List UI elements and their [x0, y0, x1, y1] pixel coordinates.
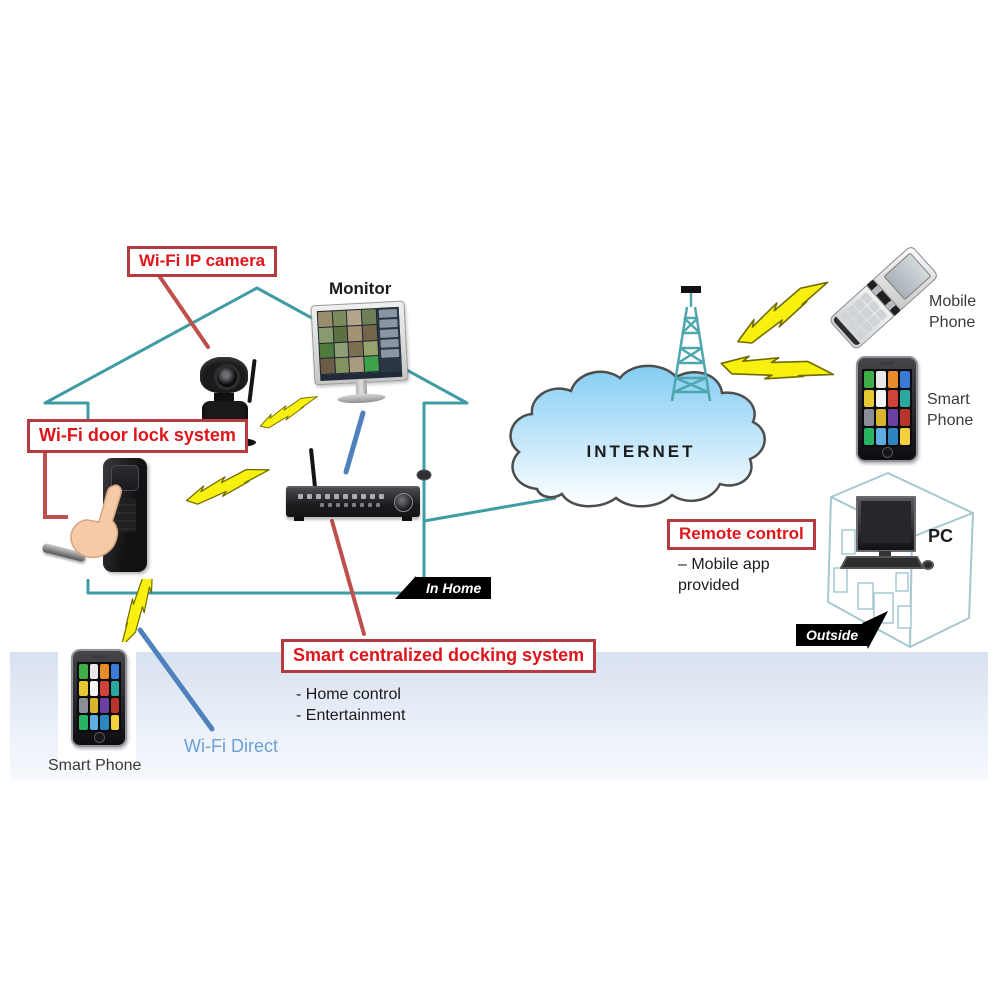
- remote-control-note: – Mobile app provided: [678, 554, 770, 596]
- camera-neck: [214, 393, 234, 403]
- pc-caption: PC: [928, 526, 954, 546]
- smart-phone-bottom-icon: [71, 649, 127, 747]
- phone-app-screen: [862, 369, 912, 447]
- monitor-bezel: [310, 300, 409, 386]
- flip-phone-body: [828, 244, 940, 351]
- monitor-caption: Monitor: [329, 279, 392, 298]
- bolt-lock-dock: [182, 465, 274, 507]
- mobile-phone-caption-line1: Mobile: [929, 293, 977, 310]
- phone-home-button: [882, 447, 893, 458]
- door-lock-photo: [41, 453, 154, 579]
- monitor-dock-line: [343, 410, 366, 475]
- cctv-thumbnail-grid: [317, 308, 380, 375]
- label-wifi-door-lock-system: Wi-Fi door lock system: [27, 419, 248, 453]
- dock-to-cloud-line: [423, 496, 557, 523]
- smart-phone-caption-line1: Smart: [927, 391, 970, 408]
- internet-label: INTERNET: [586, 442, 696, 461]
- outside-zone-tag: Outside: [796, 624, 869, 646]
- pc-building: [827, 472, 974, 648]
- camera-lens: [214, 364, 240, 390]
- docking-label-connector: [330, 519, 366, 636]
- dock-antenna: [308, 447, 318, 489]
- pc-computer-icon: [840, 496, 934, 570]
- wall-junction-node: [416, 469, 432, 481]
- ipcamera-label-connector: [158, 275, 210, 349]
- cctv-monitor: [310, 300, 409, 406]
- wifi-direct-line: [137, 627, 215, 732]
- docking-station-icon: [286, 447, 420, 521]
- smart-phone-bottom-caption: Smart Phone: [48, 757, 142, 774]
- wifi-direct-label: Wi-Fi Direct: [184, 736, 278, 756]
- dock-knob: [394, 493, 413, 512]
- cctv-sidebar: [376, 306, 402, 372]
- dock-foot: [294, 516, 304, 521]
- smart-phone-caption-line2: Phone: [927, 412, 974, 429]
- mobile-phone-caption-line2: Phone: [929, 314, 976, 331]
- monitor-screen: [316, 306, 402, 376]
- building-windows: [833, 529, 912, 629]
- smart-phone-right-icon: [856, 356, 918, 462]
- label-remote-control: Remote control: [667, 519, 816, 550]
- bolt-tower-mobile: [727, 277, 839, 349]
- docking-note-line1: - Home control: [296, 686, 401, 703]
- label-smart-centralized-docking-system: Smart centralized docking system: [281, 639, 597, 673]
- dock-buttons-row2: [320, 503, 380, 507]
- phone-speaker: [92, 655, 106, 658]
- dock-body: [286, 486, 420, 521]
- house-outline: [43, 286, 469, 595]
- label-wifi-ip-camera: Wi-Fi IP camera: [127, 246, 278, 277]
- smart-phone-right-caption: Smart Phone: [927, 389, 973, 431]
- pointing-hand-icon: [70, 484, 122, 559]
- bolt-lock-phone: [101, 568, 171, 650]
- in-home-zone-tag: In Home: [394, 576, 492, 599]
- phone-app-screen: [77, 662, 121, 732]
- doorlock-label-connector: [43, 450, 76, 519]
- docking-note-line2: - Entertainment: [296, 707, 406, 724]
- phone-speaker: [880, 362, 894, 365]
- mobile-flip-phone-icon: [828, 244, 940, 351]
- dock-buttons: [298, 494, 384, 499]
- remote-note-line2: provided: [678, 577, 740, 594]
- remote-note-line1: – Mobile app: [678, 556, 770, 573]
- cell-tower-icon: [670, 286, 712, 402]
- dock-foot: [402, 516, 412, 521]
- camera-antenna: [247, 358, 257, 404]
- internet-cloud: [509, 364, 766, 508]
- camera-head: [200, 357, 248, 393]
- mobile-phone-caption: Mobile Phone: [929, 291, 976, 333]
- docking-note: - Home control - Entertainment: [296, 684, 405, 726]
- bolt-camera-monitor: [255, 393, 323, 431]
- phone-home-button: [94, 732, 105, 743]
